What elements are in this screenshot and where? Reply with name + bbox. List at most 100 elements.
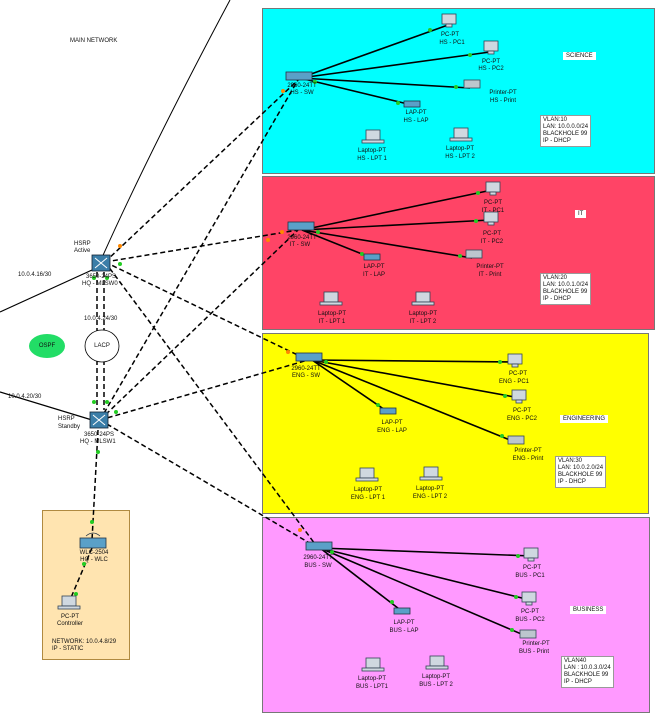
link-hs-lap [299, 77, 413, 106]
bus-sw-name: BUS - SW [304, 563, 332, 569]
business-label: BUSINESS [570, 606, 607, 614]
wlc-name: HQ - WLC [80, 557, 108, 563]
eng-print-type: Printer-PT [514, 448, 542, 454]
eng-print-name: ENG - Print [512, 456, 544, 462]
wlc-icon [79, 532, 107, 549]
eng-lpt2-name: ENG - LPT 2 [412, 494, 448, 500]
eng-lap-name: ENG - LAP [377, 428, 407, 434]
wlc-model: WLC-2504 [79, 550, 109, 556]
hs-pc1-name: HS - PC1 [439, 40, 465, 46]
wlc-network: NETWORK: 10.0.4.8/29 [52, 639, 117, 645]
bus-lpt2-type: Laptop-PT [421, 674, 451, 680]
link-it-pc1 [301, 189, 493, 231]
link-hs-print [299, 77, 471, 89]
it-lpt2-name: IT - LPT 2 [409, 319, 437, 325]
eng-lpt1-type: Laptop-PT [353, 487, 383, 493]
it-print-type: Printer-PT [476, 264, 504, 270]
it-lap-type: LAP-PT [363, 264, 385, 270]
eng-pc2-type: PC-PT [513, 408, 531, 414]
msw1-state: Standby [58, 424, 81, 430]
it-sw-model: 2960-24TT [287, 235, 317, 241]
it-pc2-type: PC-PT [483, 231, 501, 237]
lacp-badge [84, 329, 120, 363]
hs-sw-model: 2960-24TT [287, 83, 317, 89]
link-hs-pc1 [299, 24, 449, 79]
it-lpt2-type: Laptop-PT [408, 311, 438, 317]
link-eng-lap [311, 359, 389, 413]
bus-lap-type: LAP-PT [393, 620, 415, 626]
link-bus-print [319, 547, 527, 637]
eng-pc2-name: ENG - PC2 [506, 416, 538, 422]
science-label: SCIENCE [563, 52, 596, 60]
bus-pc2-type: PC-PT [521, 609, 539, 615]
msw0-model: 3650-24PS [86, 274, 117, 280]
it-pc1-type: PC-PT [484, 200, 502, 206]
bus-sw-model: 2960-24TT [303, 555, 333, 561]
link-bus-lap [319, 547, 404, 613]
ospf-label: OSPF [38, 343, 56, 349]
eng-sw-name: ENG - SW [292, 373, 320, 379]
link-bus-pc1 [319, 547, 533, 557]
link-hs-pc2 [299, 51, 491, 79]
eng-lpt1-name: ENG - LPT 1 [350, 495, 386, 501]
eng-pc1-name: ENG - PC1 [498, 379, 530, 385]
link-eng-print [311, 359, 516, 443]
controller-name: Controller [56, 621, 84, 627]
laptop-icon [319, 127, 473, 672]
hs-sw-name: HS - SW [290, 90, 314, 96]
bus-lpt1-name: BUS - LPT1 [355, 684, 389, 690]
link-eng-pc1 [311, 359, 517, 363]
bus-lap-name: BUS - LAP [389, 628, 419, 634]
bus-pc2-name: BUS - PC2 [515, 617, 545, 623]
bus-lpt2-name: BUS - LPT 2 [419, 682, 453, 688]
hs-pc2-type: PC-PT [482, 59, 500, 65]
it-lap-name: IT - LAP [363, 272, 385, 278]
msw1-model: 3650-24PS [84, 432, 115, 438]
hs-lap-name: HS - LAP [403, 118, 429, 124]
msw1-name: HQ - MLSW1 [80, 439, 116, 445]
eng-pc1-type: PC-PT [509, 371, 527, 377]
controller-model: PC-PT [61, 614, 79, 620]
wlc-zone [42, 510, 130, 660]
it-pc1-name: IT - PC1 [481, 208, 505, 214]
it-sw-name: IT - SW [289, 242, 311, 248]
hs-lpt1-name: HS - LPT 1 [357, 156, 387, 162]
eng-lpt2-type: Laptop-PT [415, 486, 445, 492]
hs-pc1-type: PC-PT [441, 32, 459, 38]
it-print-name: IT - Print [478, 272, 502, 278]
lacp-label: LACP [94, 343, 110, 349]
bus-print-type: Printer-PT [522, 641, 550, 647]
msw1-role: HSRP [58, 416, 75, 422]
eng-lap-type: LAP-PT [381, 420, 403, 426]
msw0-role: HSRP [74, 241, 91, 247]
bus-lpt1-type: Laptop-PT [357, 676, 387, 682]
hs-print-name: HS - Print [489, 98, 517, 104]
wlc-ip: IP - STATIC [52, 646, 84, 652]
bus-pc1-name: BUS - PC1 [515, 573, 545, 579]
hs-pc2-name: HS - PC2 [478, 66, 504, 72]
msw0-state: Active [74, 248, 91, 254]
it-lpt1-type: Laptop-PT [317, 311, 347, 317]
bus-pc1-type: PC-PT [523, 565, 541, 571]
pc-icon [57, 13, 539, 610]
subnet-hq-uplink1: 10.0.4.16/30 [18, 272, 52, 278]
link-it-print [301, 229, 473, 259]
hs-print-type: Printer-PT [489, 90, 517, 96]
bus-print-name: BUS - Print [518, 649, 550, 655]
it-label: IT [575, 210, 587, 218]
hs-lpt1-type: Laptop-PT [357, 148, 387, 154]
diagram-title: MAIN NETWORK [70, 38, 118, 44]
it-pc2-name: IT - PC2 [480, 239, 504, 245]
multilayer-switch-icon [89, 254, 111, 429]
hs-lpt2-name: HS - LPT 2 [445, 154, 475, 160]
hs-lpt2-type: Laptop-PT [445, 146, 475, 152]
it-lpt1-name: IT - LPT 1 [318, 319, 346, 325]
engineering-label: ENGINEERING [560, 415, 609, 423]
access-point-icon [363, 100, 421, 615]
ospf-badge [29, 334, 65, 358]
link-it-pc2 [301, 219, 491, 231]
